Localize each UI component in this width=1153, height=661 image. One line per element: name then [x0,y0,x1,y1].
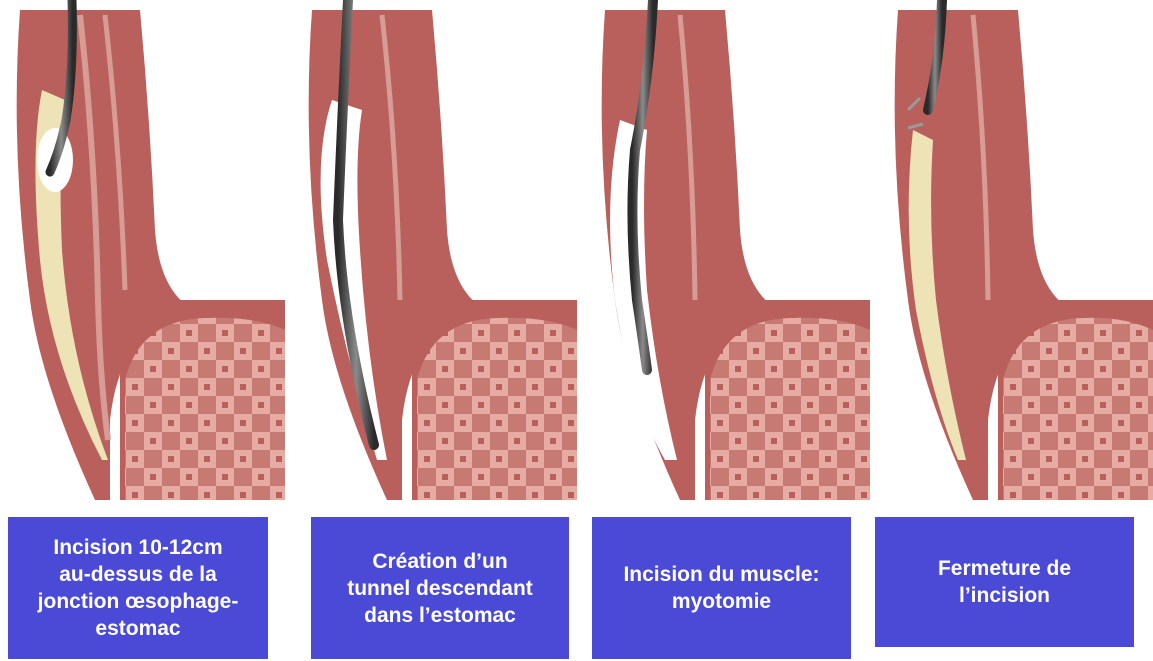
step-1-caption: Incision 10-12cm au-dessus de la jonctio… [8,517,268,659]
step-4-illustration [878,0,1153,500]
step-2-caption: Création d’un tunnel descendant dans l’e… [311,517,569,659]
stomach [1003,318,1153,500]
stomach [125,318,285,500]
step-4-caption: Fermeture de l’incision [875,517,1134,647]
stomach [710,318,870,500]
step-2-illustration [292,0,577,500]
step-3-illustration [585,0,870,500]
stomach [417,318,577,500]
step-3-caption: Incision du muscle: myotomie [592,517,851,659]
step-1-illustration [0,0,285,500]
